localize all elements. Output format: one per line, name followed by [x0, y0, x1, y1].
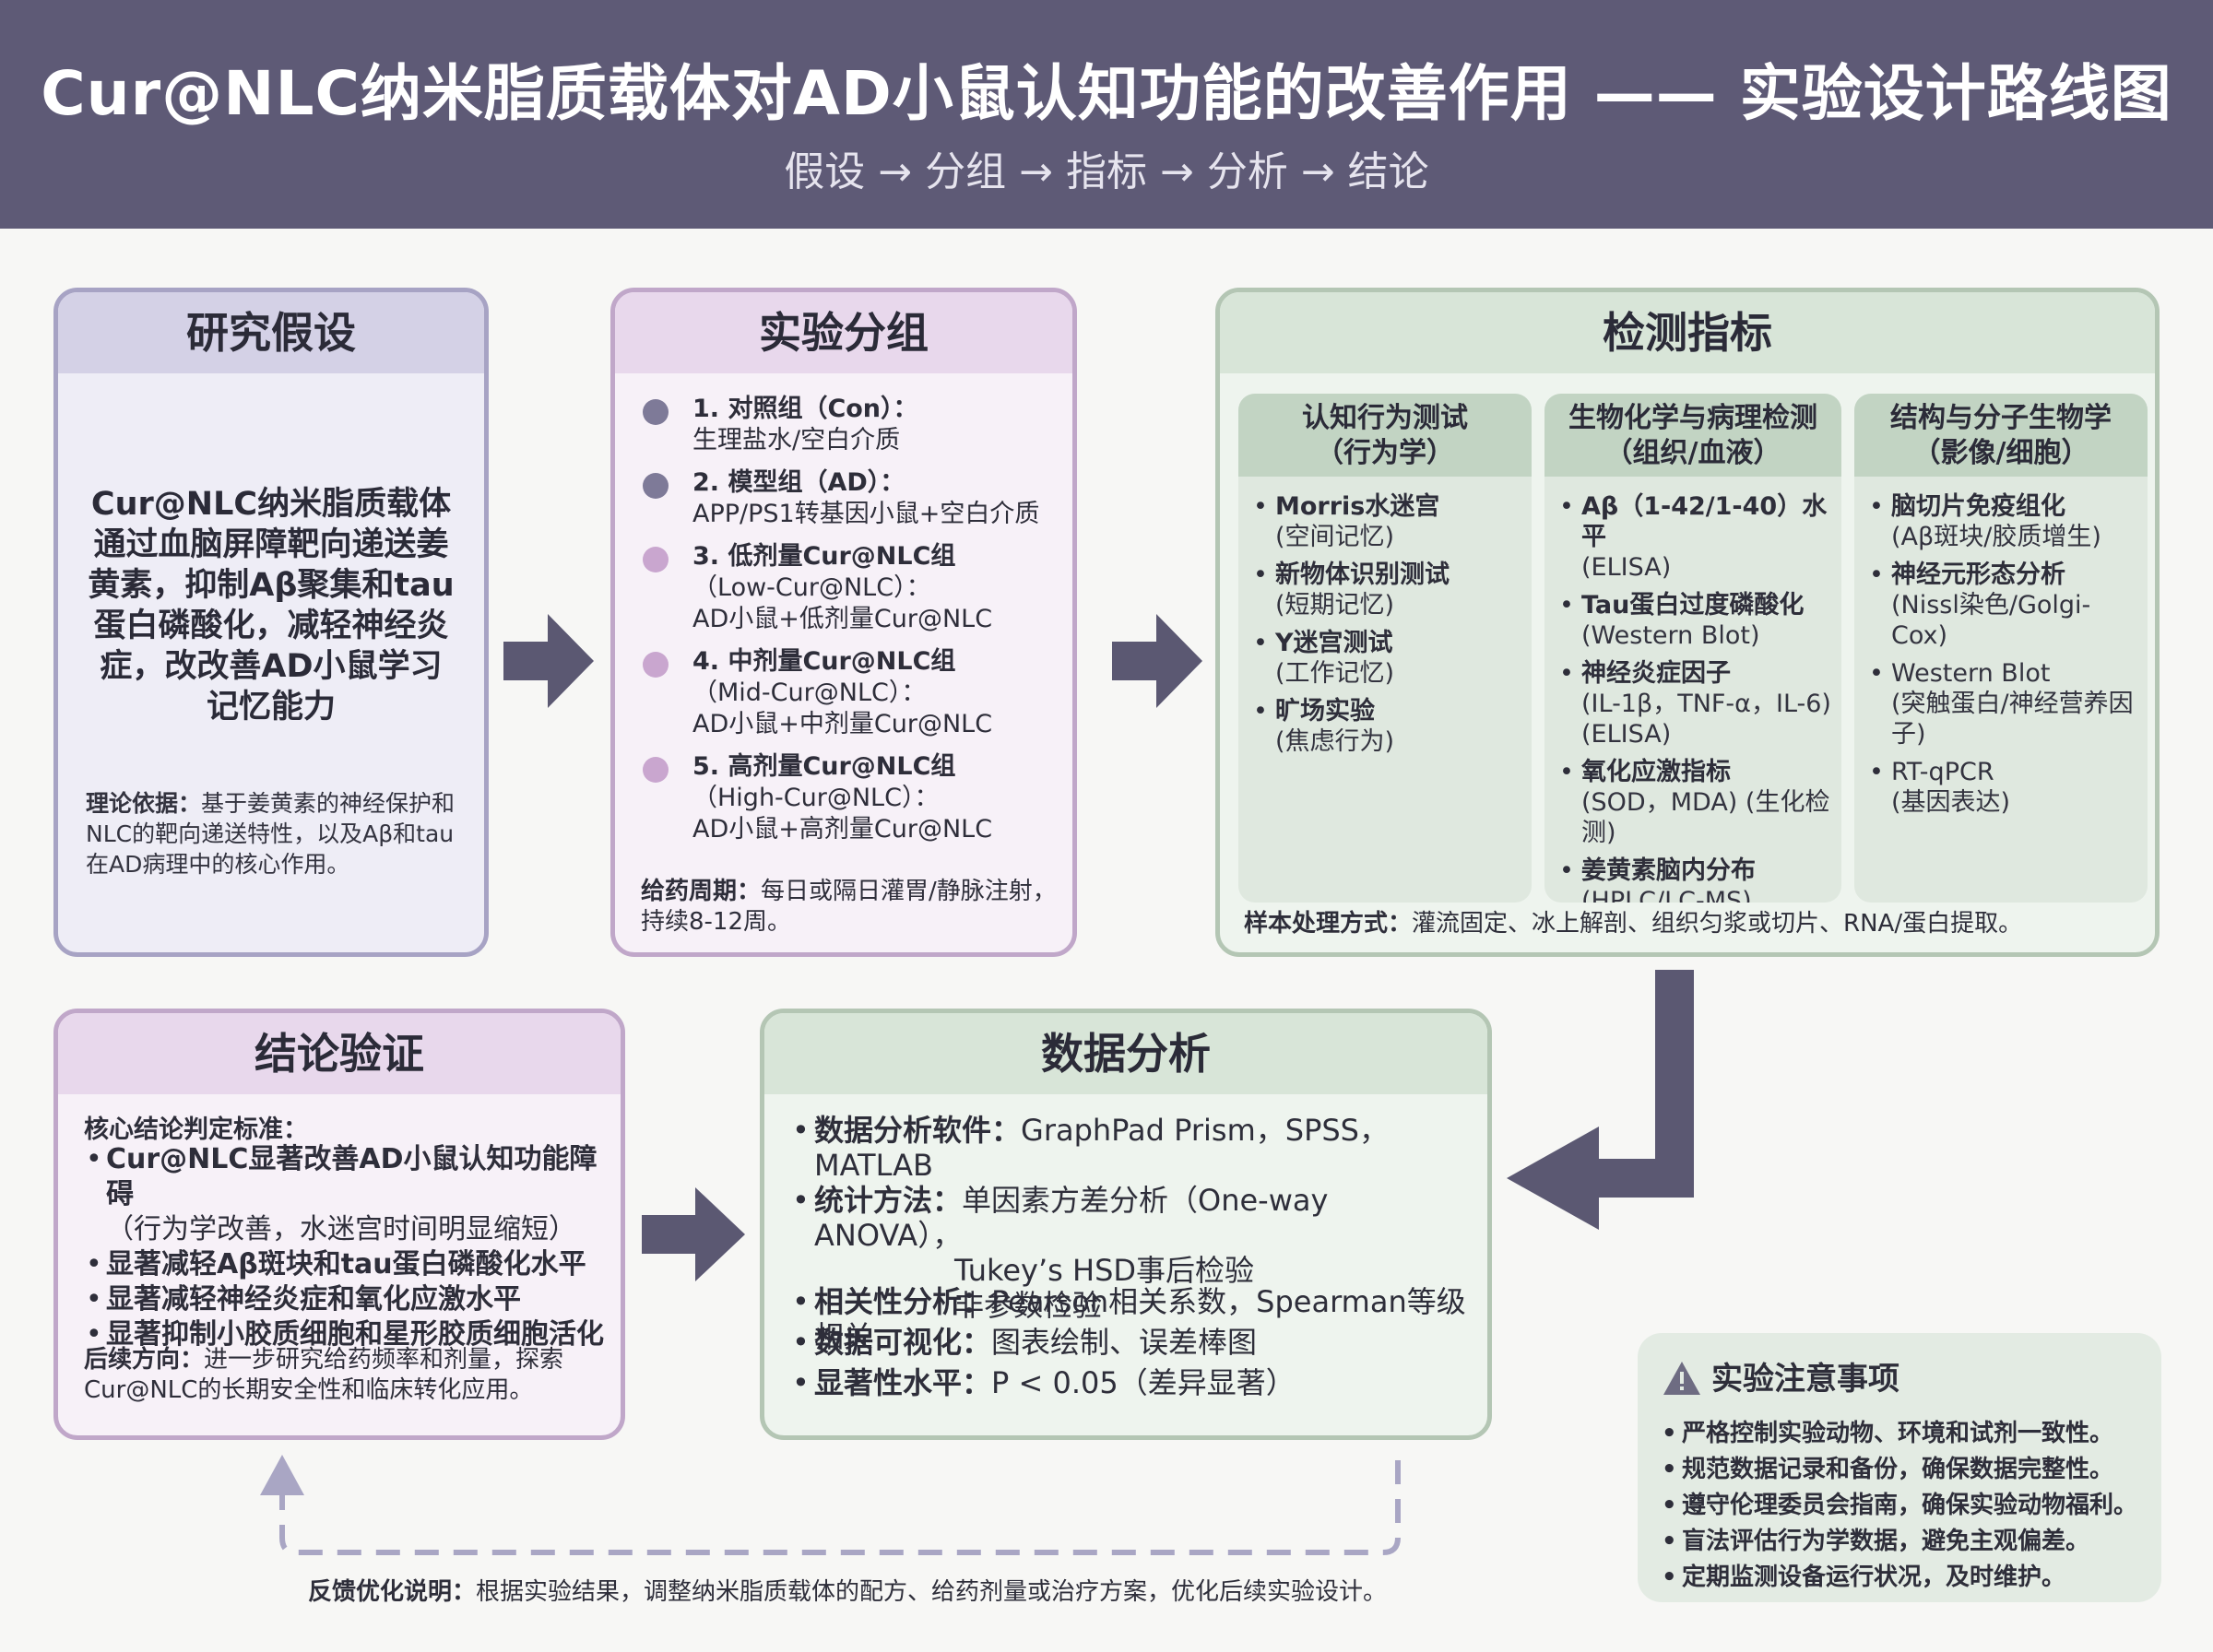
- indicator-item: 氧化应激指标(SOD，MDA) (生化检测): [1557, 757, 1834, 848]
- notes-box: 实验注意事项 严格控制实验动物、环境和试剂一致性。 规范数据记录和备份，确保数据…: [1638, 1333, 2161, 1602]
- group-label: 1. 对照组（Con）：: [692, 395, 918, 423]
- hypothesis-statement: Cur@NLC纳米脂质载体通过血脑屏障靶向递送姜黄素，抑制Aβ聚集和tau蛋白磷…: [88, 486, 455, 726]
- group-desc: AD小鼠+高剂量Cur@NLC: [692, 815, 993, 844]
- indicator-item: 神经炎症因子(IL-1β，TNF-α，IL-6) (ELISA): [1557, 658, 1834, 749]
- group-dot-icon: [643, 399, 669, 425]
- theory-basis-label: 理论依据：: [86, 790, 202, 817]
- group-desc: AD小鼠+低剂量Cur@NLC: [692, 605, 993, 633]
- group-sub: （Low-Cur@NLC）：: [692, 573, 931, 602]
- header-banner: Cur@NLC纳米脂质载体对AD小鼠认知功能的改善作用 —— 实验设计路线图 假…: [0, 0, 2213, 229]
- note-item: 遵守伦理委员会指南，确保实验动物福利。: [1662, 1488, 2152, 1524]
- indicators-title: 检测指标: [1220, 292, 2155, 373]
- warning-icon: [1663, 1362, 1700, 1395]
- indicator-item: Morris水迷宫(空间记忆): [1251, 491, 1524, 552]
- column-title: 结构与分子生物学 （影像/细胞）: [1854, 394, 2148, 477]
- group-item: 3. 低剂量Cur@NLC组 （Low-Cur@NLC）： AD小鼠+低剂量Cu…: [643, 541, 1061, 635]
- conclusion-item: 显著抑制小胶质细胞和星形胶质细胞活化: [84, 1317, 608, 1352]
- conclusion-item: 显著减轻神经炎症和氧化应激水平: [84, 1282, 608, 1317]
- analysis-row: 数据可视化：图表绘制、误差棒图: [790, 1325, 1478, 1360]
- indicator-item: 旷场实验(焦虑行为): [1251, 696, 1524, 757]
- feedback-dashed-arrow-icon: [260, 1455, 1401, 1555]
- page-title: Cur@NLC纳米脂质载体对AD小鼠认知功能的改善作用 —— 实验设计路线图: [41, 58, 2172, 129]
- group-label: 2. 模型组（AD）：: [692, 468, 905, 497]
- group-dot-icon: [643, 757, 669, 783]
- note-item: 盲法评估行为学数据，避免主观偏差。: [1662, 1524, 2152, 1560]
- group-item: 5. 高剂量Cur@NLC组 （High-Cur@NLC）： AD小鼠+高剂量C…: [643, 751, 1061, 845]
- group-label: 5. 高剂量Cur@NLC组: [692, 752, 956, 781]
- group-dot-icon: [643, 652, 669, 678]
- group-item: 2. 模型组（AD）： APP/PS1转基因小鼠+空白介质: [643, 467, 1061, 530]
- theory-basis: 理论依据：基于姜黄素的神经保护和NLC的靶向递送特性，以及Aβ和tau在AD病理…: [86, 788, 460, 879]
- feedback-note: 反馈优化说明：根据实验结果，调整纳米脂质载体的配方、给药剂量或治疗方案，优化后续…: [308, 1578, 1388, 1606]
- indicator-item: 新物体识别测试(短期记忆): [1251, 560, 1524, 620]
- group-desc: AD小鼠+中剂量Cur@NLC: [692, 710, 993, 738]
- conclusion-item: 显著减轻Aβ斑块和tau蛋白磷酸化水平: [84, 1247, 608, 1282]
- group-item: 4. 中剂量Cur@NLC组 （Mid-Cur@NLC）： AD小鼠+中剂量Cu…: [643, 646, 1061, 740]
- analysis-title: 数据分析: [764, 1013, 1487, 1094]
- note-item: 严格控制实验动物、环境和试剂一致性。: [1662, 1416, 2152, 1452]
- indicators-card: 检测指标 认知行为测试 （行为学） Morris水迷宫(空间记忆) 新物体识别测…: [1215, 288, 2160, 957]
- group-item: 1. 对照组（Con）： 生理盐水/空白介质: [643, 394, 1061, 456]
- column-title: 生物化学与病理检测 （组织/血液）: [1544, 394, 1841, 477]
- hypothesis-card: 研究假设 Cur@NLC纳米脂质载体通过血脑屏障靶向递送姜黄素，抑制Aβ聚集和t…: [53, 288, 489, 957]
- page-subtitle: 假设 → 分组 → 指标 → 分析 → 结论: [784, 148, 1429, 195]
- column-title: 认知行为测试 （行为学）: [1238, 394, 1532, 477]
- hypothesis-title: 研究假设: [58, 292, 484, 373]
- arrow-right-icon: [1112, 614, 1202, 708]
- group-dot-icon: [643, 547, 669, 572]
- arrow-right-icon: [503, 614, 594, 708]
- groups-title: 实验分组: [615, 292, 1072, 373]
- biochem-column: 生物化学与病理检测 （组织/血液） Aβ（1-42/1-40）水平(ELISA)…: [1544, 394, 1841, 903]
- dosing-cycle: 给药周期：每日或隔日灌胃/静脉注射，持续8-12周。: [641, 878, 1057, 936]
- indicator-item: 脑切片免疫组化(Aβ斑块/胶质增生): [1867, 491, 2140, 552]
- group-desc: APP/PS1转基因小鼠+空白介质: [692, 500, 1040, 528]
- note-item: 定期监测设备运行状况，及时维护。: [1662, 1560, 2152, 1596]
- indicator-item: 神经元形态分析(Nissl染色/Golgi-Cox): [1867, 560, 2140, 651]
- sample-processing: 样本处理方式：灌流固定、冰上解剖、组织匀浆或切片、RNA/蛋白提取。: [1244, 910, 2023, 938]
- indicator-item: Tau蛋白过度磷酸化(Western Blot): [1557, 590, 1834, 651]
- group-label: 3. 低剂量Cur@NLC组: [692, 542, 956, 571]
- theory-basis-text: 基于姜黄素的神经保护和NLC的靶向递送特性，以及Aβ和tau在AD病理中的核心作…: [86, 790, 456, 878]
- group-sub: （High-Cur@NLC）：: [692, 784, 940, 812]
- groups-card: 实验分组 1. 对照组（Con）： 生理盐水/空白介质 2. 模型组（AD）： …: [610, 288, 1077, 957]
- indicator-item: Aβ（1-42/1-40）水平(ELISA): [1557, 491, 1834, 583]
- notes-title: 实验注意事项: [1662, 1353, 1899, 1398]
- group-dot-icon: [643, 473, 669, 499]
- indicator-item: 姜黄素脑内分布(HPLC/LC-MS): [1557, 856, 1834, 903]
- future-direction: 后续方向：进一步研究给药频率和剂量，探索Cur@NLC的长期安全性和临床转化应用…: [84, 1346, 564, 1404]
- analysis-card: 数据分析 数据分析软件：GraphPad Prism，SPSS，MATLAB 统…: [760, 1009, 1492, 1440]
- note-item: 规范数据记录和备份，确保数据完整性。: [1662, 1452, 2152, 1488]
- conclusion-item: Cur@NLC显著改善AD小鼠认知功能障碍（行为学改善，水迷宫时间明显缩短）: [84, 1142, 608, 1247]
- behavior-column: 认知行为测试 （行为学） Morris水迷宫(空间记忆) 新物体识别测试(短期记…: [1238, 394, 1532, 903]
- indicator-item: Western Blot(突触蛋白/神经营养因子): [1867, 658, 2140, 749]
- criteria-label: 核心结论判定标准：: [84, 1115, 308, 1144]
- indicator-item: Y迷宫测试(工作记忆): [1251, 628, 1524, 689]
- structure-column: 结构与分子生物学 （影像/细胞） 脑切片免疫组化(Aβ斑块/胶质增生) 神经元形…: [1854, 394, 2148, 903]
- group-label: 4. 中剂量Cur@NLC组: [692, 647, 956, 676]
- group-desc: 生理盐水/空白介质: [692, 426, 901, 454]
- group-sub: （Mid-Cur@NLC）：: [692, 678, 927, 707]
- conclusion-title: 结论验证: [58, 1013, 621, 1094]
- analysis-row: 显著性水平：P < 0.05（差异显著）: [790, 1365, 1478, 1400]
- arrow-right-icon: [642, 1187, 745, 1281]
- elbow-arrow-icon: [1507, 970, 1694, 1230]
- indicator-item: RT-qPCR(基因表达): [1867, 757, 2140, 818]
- analysis-row: 数据分析软件：GraphPad Prism，SPSS，MATLAB: [790, 1113, 1478, 1183]
- conclusion-card: 结论验证 核心结论判定标准： Cur@NLC显著改善AD小鼠认知功能障碍（行为学…: [53, 1009, 625, 1440]
